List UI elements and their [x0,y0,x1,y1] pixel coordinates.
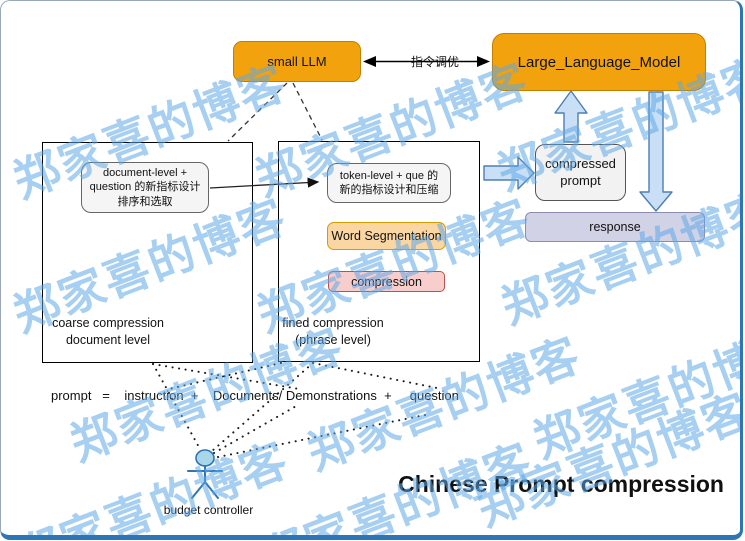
large-llm-label: Large_Language_Model [517,53,681,71]
compressed-prompt-line: prompt [560,172,601,188]
response-box: response [525,212,705,242]
fine-to-compressed-block-arrow [483,156,535,190]
smallllm-to-coarse-dashed-line [227,82,288,142]
word-segmentation-box: Word Segmentation [327,222,446,250]
large-llm-node: Large_Language_Model [492,33,706,91]
coarse-metric-line: question 的新指标设计 [89,181,201,194]
small-llm-label: small LLM [267,54,327,69]
watermark-text: 郑家喜的博客 [7,431,297,535]
smallllm-to-fine-dashed-line [292,82,323,141]
budget-dotted-links [152,362,438,458]
compressed-prompt-box: compressed prompt [535,144,626,201]
actor-head [195,449,215,467]
fine-metric-box: token-level + que 的 新的指标设计和压缩 [327,163,451,203]
coarse-compression-container [42,142,253,363]
coarse-metric-box: document-level + question 的新指标设计 排序和选取 [81,162,209,213]
fine-caption-line: (phrase level) [295,332,371,347]
budget-controller-label: budget controller [163,503,254,517]
fine-caption-line: fined compression [282,316,384,330]
coarse-metric-line: document-level + [102,167,188,180]
word-segmentation-label: Word Segmentation [331,229,442,243]
diagram-title: Chinese Prompt compression [398,471,724,497]
fine-metric-line: token-level + que 的 [339,169,439,182]
compressed-prompt-line: compressed [545,155,616,171]
watermark-text: 郑家喜的博客 [469,382,740,535]
coarse-caption-line: coarse compression [52,316,164,330]
prompt-equation: prompt = instruction + Documents/ Demons… [51,388,459,403]
llm-to-response-block-arrow [639,91,673,212]
fine-metric-line: 新的指标设计和压缩 [339,184,439,196]
coarse-caption: coarse compression document level [43,315,173,349]
compression-label: compression [351,274,422,289]
coarse-caption-line: document level [65,332,151,347]
watermark-text: 郑家喜的博客 [525,314,740,469]
fine-caption: fined compression (phrase level) [273,315,393,349]
coarse-metric-line: 排序和选取 [117,195,173,208]
fine-compression-container [278,141,480,362]
small-llm-node: small LLM [233,41,361,82]
compression-box: compression [328,271,445,292]
response-label: response [589,220,641,234]
compressed-to-llm-block-arrow [554,90,588,143]
budget-controller-figure [187,449,223,499]
tuning-arrow-label: 指令调优 [410,55,459,69]
